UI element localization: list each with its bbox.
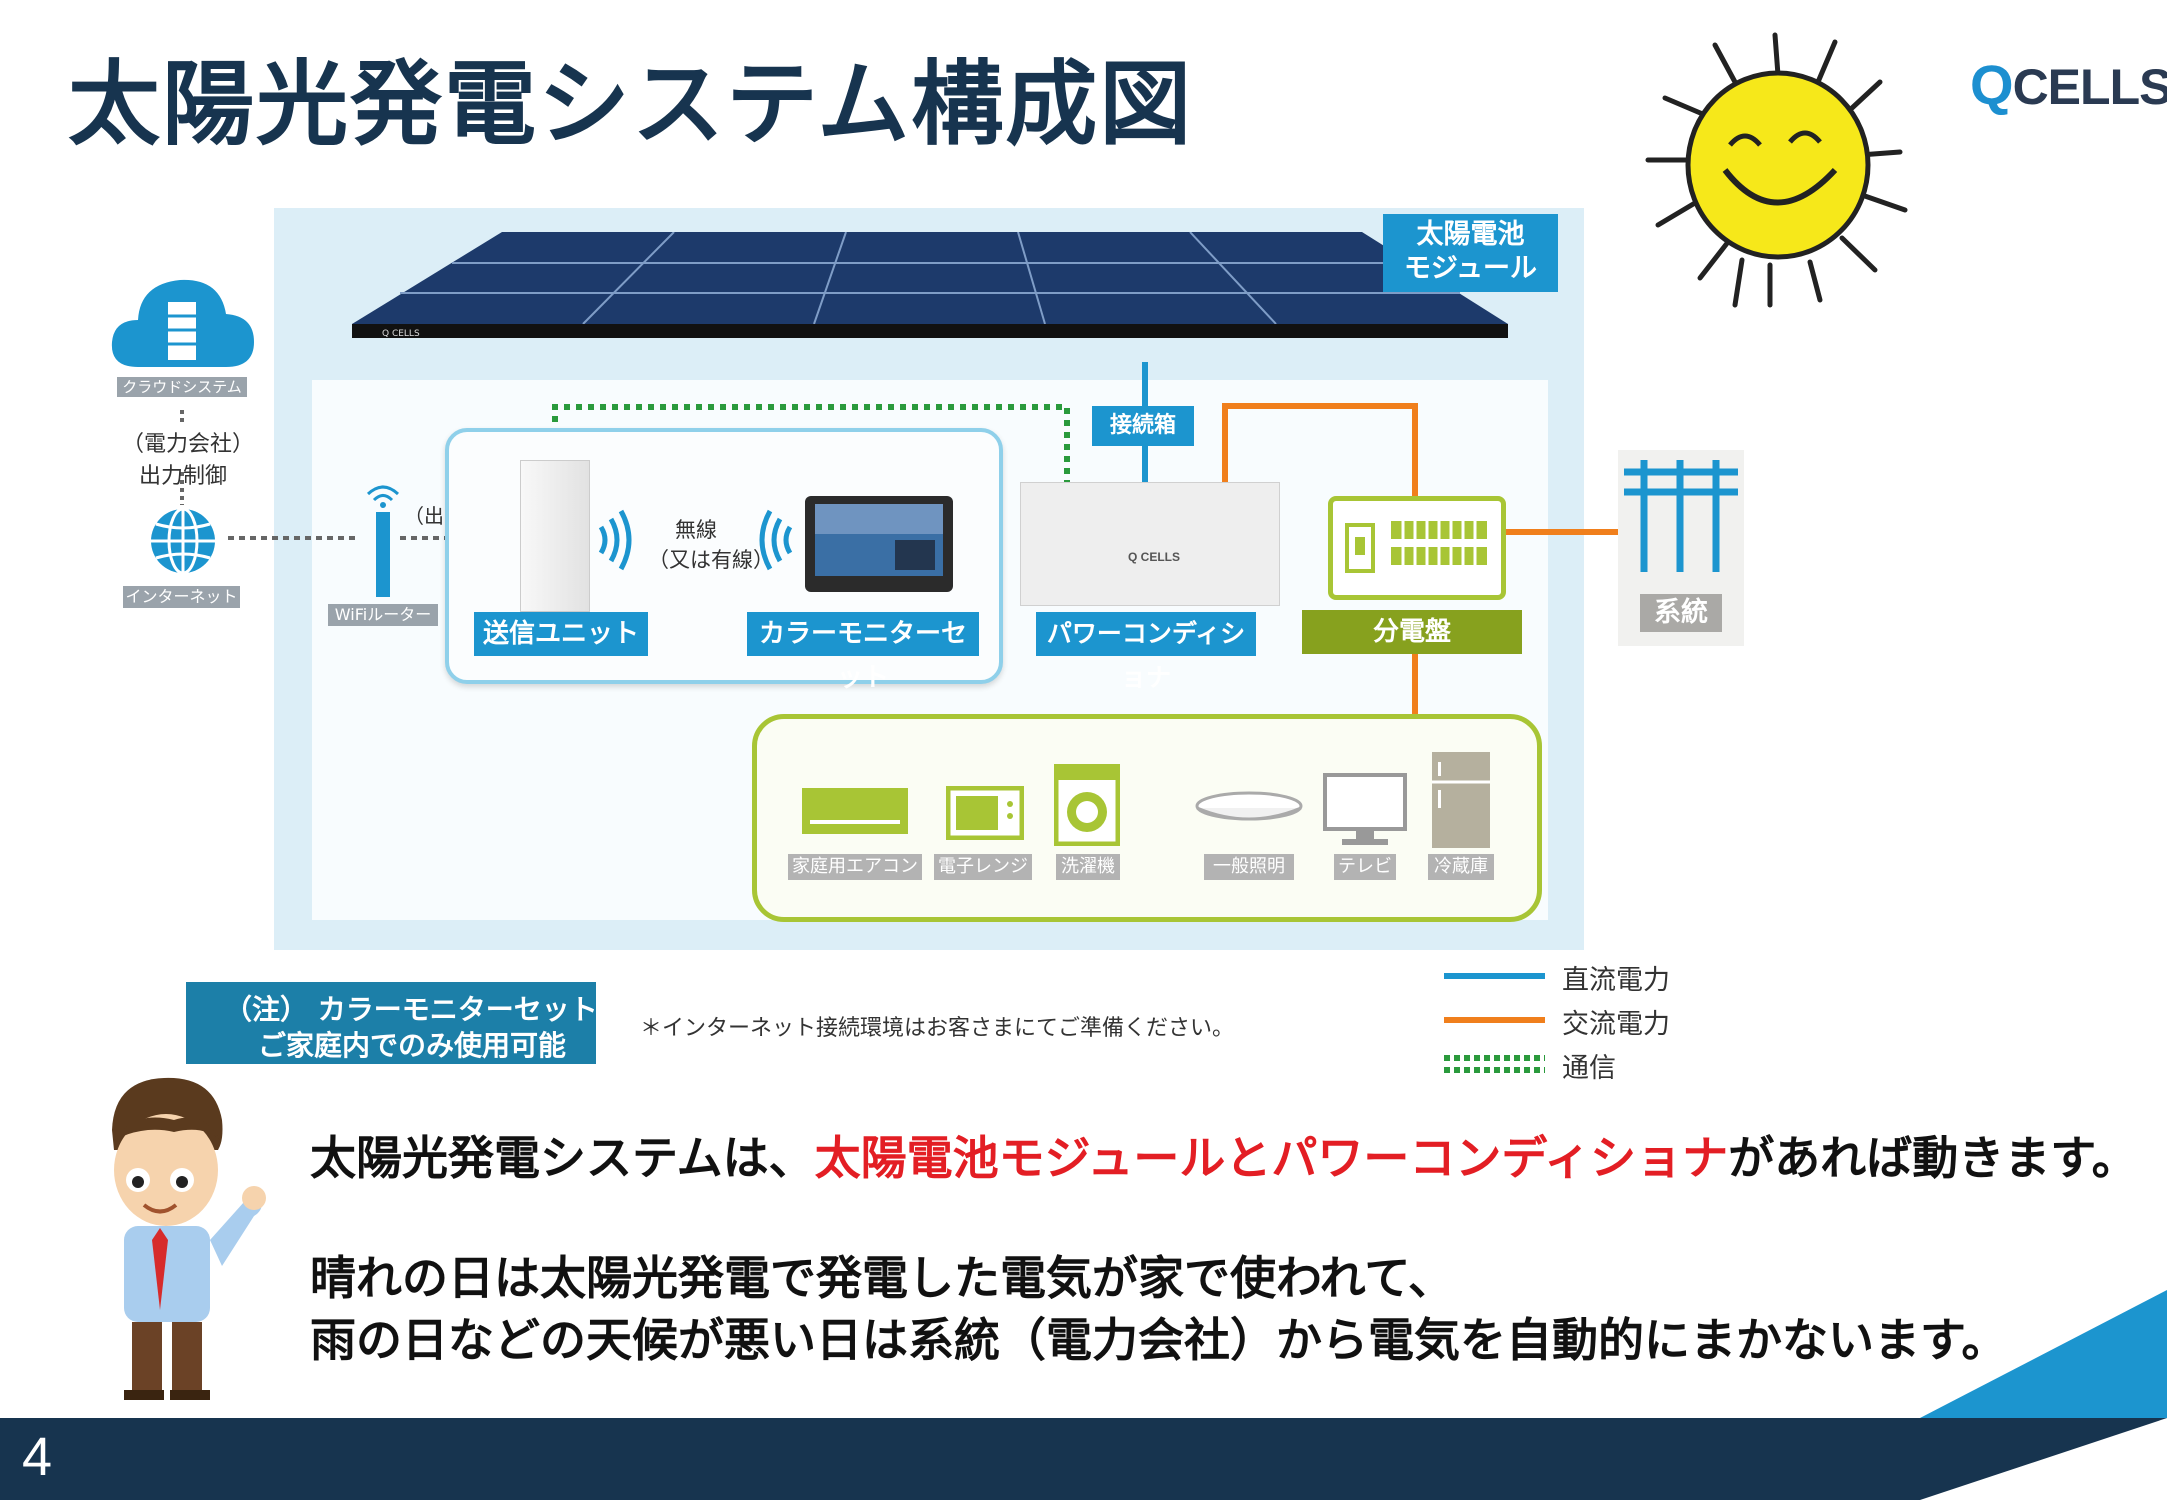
transmitter-unit-icon <box>520 460 590 612</box>
legend-comm: 通信 <box>1562 1053 1616 1084</box>
color-monitor-icon <box>805 496 953 592</box>
power-company-control-text: （電力会社） 出力制御 <box>122 432 255 489</box>
appliance-label-light: 一般照明 <box>1204 854 1294 880</box>
cloud-icon <box>111 279 254 367</box>
wireless-wave-icon-2 <box>759 509 793 571</box>
wifi-router-label: WiFiルーター <box>328 604 438 626</box>
wifi-router-icon <box>366 485 400 597</box>
solar-panel-roof-icon: Q CELLS <box>352 232 1508 339</box>
roof-brand: Q CELLS <box>382 329 420 339</box>
message-line-2: 晴れの日は太陽光発電で発電した電気が家で使われて、 <box>310 1251 1455 1305</box>
message-line-1: 太陽光発電システムは、太陽電池モジュールとパワーコンディショナがあれば動きます。 <box>310 1131 2138 1185</box>
pcs-brand-text: Q CELLS <box>1128 550 1181 564</box>
brand-logo: QCELLS <box>1970 53 2167 116</box>
power-conditioner-label: パワーコンディショナ <box>1036 612 1256 692</box>
module-label: 太陽電池 モジュール <box>1383 214 1558 292</box>
color-monitor-label: カラーモニターセット <box>747 612 979 693</box>
television-icon <box>1323 773 1407 845</box>
page-title: 太陽光発電システム構成図 <box>68 51 1194 158</box>
junction-box-label: 接続箱 <box>1092 406 1194 446</box>
message-line-3: 雨の日などの天候が悪い日は系統（電力会社）から電気を自動的にまかないます。 <box>310 1313 2008 1367</box>
internet-note: ＊インターネット接続環境はお客さまにてご準備ください。 <box>640 1016 1235 1041</box>
appliance-label-fridge: 冷蔵庫 <box>1428 854 1494 880</box>
appliance-label-aircon: 家庭用エアコン <box>788 854 922 880</box>
page-number: 4 <box>22 1427 53 1487</box>
air-conditioner-icon <box>802 788 908 834</box>
internet-label: インターネット <box>123 586 240 608</box>
appliance-label-tv: テレビ <box>1334 854 1396 880</box>
microwave-icon <box>946 786 1024 840</box>
footer-bar <box>0 1418 2167 1500</box>
refrigerator-icon <box>1432 752 1490 848</box>
globe-icon <box>151 507 215 575</box>
grid-label: 系統 <box>1640 594 1722 632</box>
distribution-panel-label: 分電盤 <box>1302 610 1522 654</box>
cartoon-man-icon <box>112 1077 266 1400</box>
appliance-label-microwave: 電子レンジ <box>934 854 1032 880</box>
distribution-panel-icon <box>1328 496 1506 600</box>
wireless-text: 無線 （又は有線） <box>648 518 774 572</box>
ceiling-light-icon <box>1195 791 1303 821</box>
transmitter-unit-label: 送信ユニット <box>474 612 648 656</box>
wireless-wave-icon <box>598 509 632 571</box>
sun-icon <box>1645 32 1908 308</box>
power-conditioner-icon <box>1020 482 1280 606</box>
appliance-label-washer: 洗濯機 <box>1056 854 1120 880</box>
footer-stripe <box>1920 1418 2167 1500</box>
washing-machine-icon <box>1054 764 1120 846</box>
legend-dc: 直流電力 <box>1562 965 1670 996</box>
legend-ac: 交流電力 <box>1562 1009 1670 1040</box>
footer-accent <box>1920 1290 2167 1418</box>
note-box: （注） カラーモニターセットは ご家庭内でのみ使用可能 <box>186 982 626 1064</box>
cloud-system-label: クラウドシステム <box>117 377 247 397</box>
